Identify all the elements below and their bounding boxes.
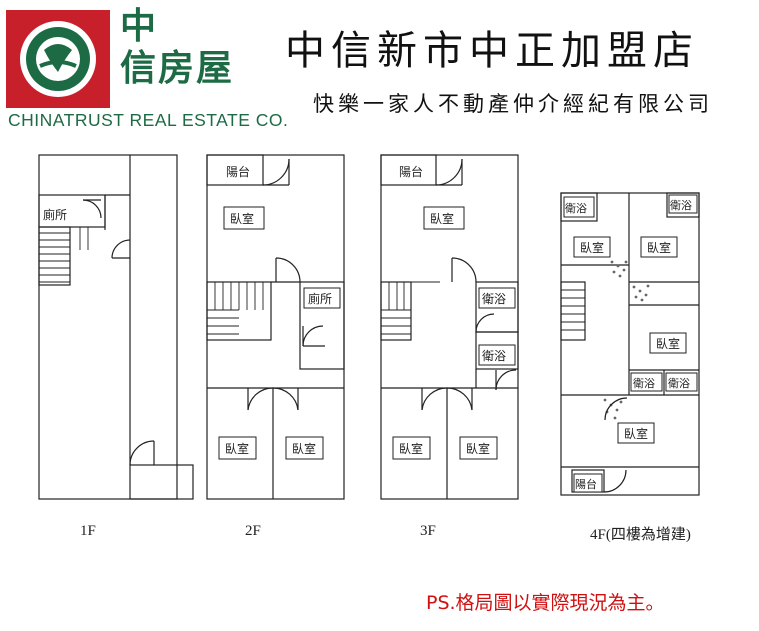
page-title: 中信新市中正加盟店 bbox=[285, 28, 699, 74]
f3-bath-1-label: 衛浴 bbox=[482, 292, 506, 306]
footer-note: PS.格局圖以實際現況為主。 bbox=[426, 592, 665, 614]
floor-plan-1f: 廁所 bbox=[38, 154, 194, 500]
logo-name-line2: 信房屋 bbox=[120, 48, 235, 89]
page-subtitle: 快樂一家人不動產仲介經紀有限公司 bbox=[313, 92, 713, 116]
f2-toilet-label: 廁所 bbox=[308, 291, 332, 306]
floor-label-4f: 4F(四樓為增建) bbox=[590, 527, 691, 543]
f4-bath-mid-2-label: 衛浴 bbox=[668, 377, 690, 390]
floor-plan-4f: 衛浴 衛浴 臥室 臥室 臥室 衛浴 衛浴 臥室 陽台 bbox=[560, 192, 700, 496]
f4-balcony-label: 陽台 bbox=[575, 477, 597, 491]
f4-bedroom-1-label: 臥室 bbox=[580, 240, 604, 255]
logo-mark bbox=[6, 10, 110, 108]
f4-bath-mid-1-label: 衛浴 bbox=[633, 377, 655, 390]
f3-bedroom-left-label: 臥室 bbox=[399, 441, 423, 456]
logo-english-name: CHINATRUST REAL ESTATE CO. bbox=[8, 110, 289, 130]
f2-bedroom-left-label: 臥室 bbox=[225, 441, 249, 456]
f1-toilet-label: 廁所 bbox=[43, 207, 67, 222]
f2-bedroom-right-label: 臥室 bbox=[292, 441, 316, 456]
f4-bath-right-label: 衛浴 bbox=[670, 199, 692, 212]
floor-label-3f: 3F bbox=[420, 523, 436, 539]
f4-bedroom-2-label: 臥室 bbox=[647, 240, 671, 255]
f4-bedroom-4-label: 臥室 bbox=[624, 426, 648, 441]
logo-chinese-name: 中 信房屋 bbox=[120, 6, 234, 90]
f3-bedroom-top-label: 臥室 bbox=[430, 211, 454, 226]
floor-label-1f: 1F bbox=[80, 523, 96, 539]
f4-bedroom-3-label: 臥室 bbox=[656, 336, 680, 351]
f2-bedroom-top-label: 臥室 bbox=[230, 211, 254, 226]
floor-plan-3f: 陽台 臥室 衛浴 衛浴 臥室 臥室 bbox=[380, 154, 519, 500]
f3-bath-2-label: 衛浴 bbox=[482, 349, 506, 363]
floor-label-2f: 2F bbox=[245, 523, 261, 539]
logo-name-line1: 中 bbox=[120, 6, 159, 47]
f3-bedroom-right-label: 臥室 bbox=[466, 441, 490, 456]
floor-plan-2f: 陽台 臥室 廁所 臥室 臥室 bbox=[206, 154, 345, 500]
f2-balcony-label: 陽台 bbox=[226, 164, 250, 179]
f4-bath-left-label: 衛浴 bbox=[565, 202, 587, 215]
f3-balcony-label: 陽台 bbox=[399, 164, 423, 179]
globe-icon bbox=[20, 21, 96, 97]
